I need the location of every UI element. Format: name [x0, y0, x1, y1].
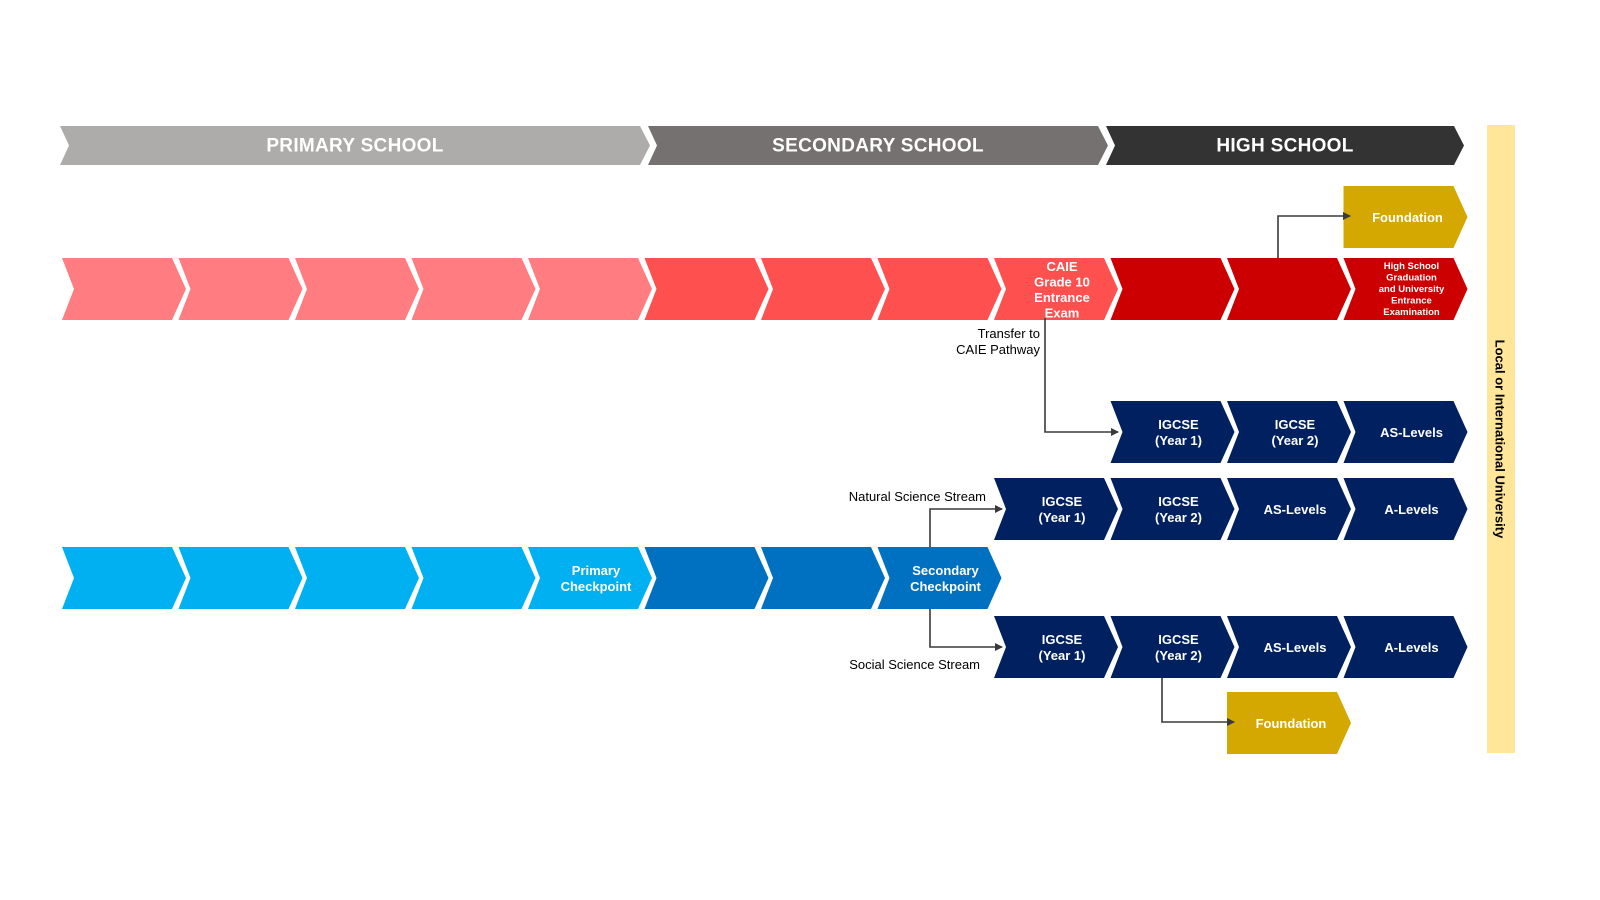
social-stream-step-label: A-Levels	[1384, 640, 1438, 655]
stage-header-label: SECONDARY SCHOOL	[772, 135, 984, 156]
caie-step-2	[178, 547, 303, 609]
natural-stream-step-3	[1227, 478, 1351, 540]
social-stream-step-1	[994, 616, 1118, 678]
label-layer: PRIMARY SCHOOL SECONDARY SCHOOL HIGH SCHOO…	[266, 135, 1507, 731]
university-bar	[1487, 125, 1515, 753]
caie-step-7	[761, 547, 885, 609]
foundation-label: Foundation	[1372, 210, 1443, 225]
caie-step-4	[411, 547, 536, 609]
natural-stream-step-1	[994, 478, 1118, 540]
arrow-to-social-stream	[929, 609, 1003, 651]
national-step-6	[644, 258, 769, 320]
social-stream-step-label: IGCSE(Year 1)	[1039, 632, 1086, 663]
national-step-1	[62, 258, 186, 320]
natural-stream-step-4	[1343, 478, 1468, 540]
transfer-step-2	[1227, 401, 1351, 463]
transfer-step-label: IGCSE(Year 2)	[1272, 417, 1319, 448]
arrow-to-foundation-top	[1277, 212, 1351, 258]
caie-step-3	[295, 547, 419, 609]
national-step-2	[178, 258, 303, 320]
national-step-10	[1110, 258, 1235, 320]
national-step-4	[411, 258, 536, 320]
stage-header-1	[60, 126, 650, 165]
national-step-5	[528, 258, 652, 320]
stage-header-label: PRIMARY SCHOOL	[266, 135, 443, 156]
social-stream-step-3	[1227, 616, 1351, 678]
social-foundation-step	[1227, 692, 1351, 754]
caie-step-1	[62, 547, 186, 609]
national-step-12	[1343, 258, 1468, 320]
natural-stream-step-label: A-Levels	[1384, 502, 1438, 517]
foundation-label: Foundation	[1256, 716, 1327, 731]
transfer-step-1	[1110, 401, 1235, 463]
national-step-9	[994, 258, 1118, 320]
arrow-transfer-to-caie	[1044, 318, 1119, 436]
national-step-7	[761, 258, 885, 320]
natural-stream-step-label: IGCSE(Year 1)	[1039, 494, 1086, 525]
stage-header-2	[648, 126, 1108, 165]
social-stream-label: Social Science Stream	[849, 657, 980, 672]
national-step-8	[877, 258, 1002, 320]
university-label: Local or International University	[1493, 340, 1508, 539]
caie-step-8	[877, 547, 1002, 609]
social-stream-step-label: IGCSE(Year 2)	[1155, 632, 1202, 663]
stage-header-label: HIGH SCHOOL	[1216, 135, 1353, 156]
natural-stream-step-2	[1110, 478, 1235, 540]
arrow-to-natural-stream	[929, 505, 1003, 547]
caie-step-6	[644, 547, 769, 609]
transfer-step-label: IGCSE(Year 1)	[1155, 417, 1202, 448]
natural-stream-step-label: AS-Levels	[1264, 502, 1327, 517]
national-foundation-step	[1343, 186, 1468, 248]
social-stream-step-label: AS-Levels	[1264, 640, 1327, 655]
natural-stream-step-label: IGCSE(Year 2)	[1155, 494, 1202, 525]
transfer-step-label: AS-Levels	[1380, 425, 1443, 440]
chevron-layer	[60, 125, 1515, 754]
natural-stream-label: Natural Science Stream	[849, 489, 986, 504]
social-stream-step-2	[1110, 616, 1235, 678]
connector-layer	[929, 212, 1351, 726]
caie-step-5	[528, 547, 652, 609]
national-step-3	[295, 258, 419, 320]
social-stream-step-4	[1343, 616, 1468, 678]
national-step-11	[1227, 258, 1351, 320]
transfer-step-3	[1343, 401, 1468, 463]
stage-header-3	[1106, 126, 1464, 165]
arrow-to-foundation-bottom	[1161, 678, 1235, 726]
